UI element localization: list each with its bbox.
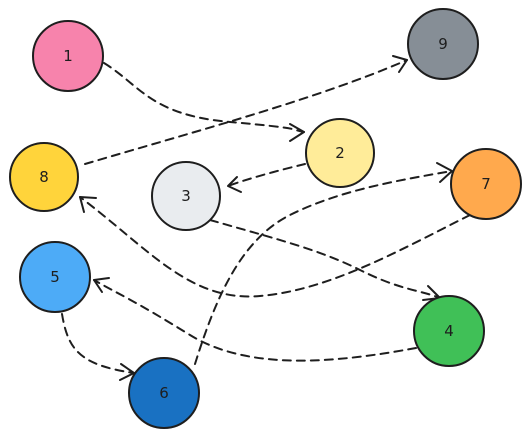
edge-8-to-9	[84, 55, 408, 165]
edge-1-to-2	[103, 62, 305, 142]
edge-5-to-6	[61, 313, 135, 381]
node-circle	[151, 161, 221, 231]
node-6[interactable]: 6	[128, 357, 200, 429]
edge-3-to-4	[209, 219, 441, 301]
node-5[interactable]: 5	[19, 241, 91, 313]
node-label: 1	[63, 47, 73, 65]
edge-6-to-7	[194, 162, 453, 365]
node-label: 7	[481, 175, 491, 193]
node-circle	[413, 295, 485, 367]
node-label: 3	[181, 187, 191, 205]
node-3[interactable]: 3	[151, 161, 221, 231]
node-circle	[305, 118, 375, 188]
edge-7-to-8	[79, 196, 471, 298]
edge-4-to-5	[93, 277, 417, 362]
node-9[interactable]: 9	[407, 8, 479, 80]
node-circle	[32, 20, 104, 92]
node-8[interactable]: 8	[9, 142, 79, 212]
node-label: 8	[39, 168, 49, 186]
node-circle	[128, 357, 200, 429]
node-circle	[407, 8, 479, 80]
node-label: 4	[444, 322, 454, 340]
edges	[61, 55, 471, 381]
node-7[interactable]: 7	[450, 148, 522, 220]
node-label: 9	[438, 35, 448, 53]
node-label: 6	[159, 384, 169, 402]
node-1[interactable]: 1	[32, 20, 104, 92]
node-circle	[19, 241, 91, 313]
node-label: 5	[50, 268, 60, 286]
nodes: 1 2 3 4 5 6 7 8	[9, 8, 522, 429]
node-4[interactable]: 4	[413, 295, 485, 367]
edge-2-to-3	[227, 163, 306, 193]
node-circle	[9, 142, 79, 212]
node-circle	[450, 148, 522, 220]
node-label: 2	[335, 144, 345, 162]
node-2[interactable]: 2	[305, 118, 375, 188]
